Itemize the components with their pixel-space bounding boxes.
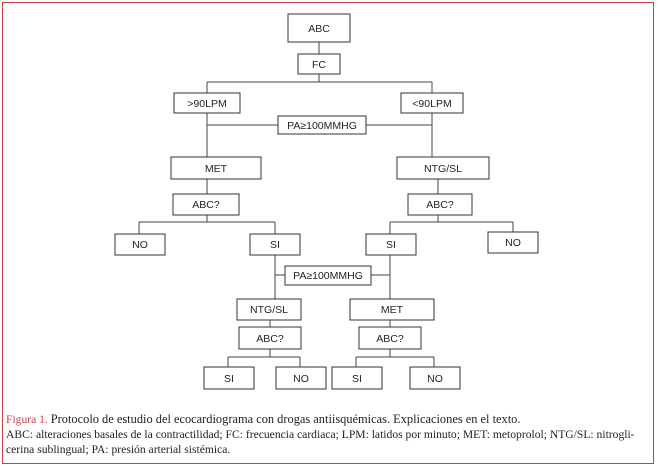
node-hr-high: >90LPM — [173, 92, 241, 114]
svg-text:NO: NO — [132, 239, 148, 251]
node-no-ll: NO — [275, 366, 327, 390]
svg-text:ABC?: ABC? — [376, 333, 404, 345]
node-met-left: MET — [170, 156, 262, 180]
node-si-rr: SI — [331, 366, 383, 390]
node-si-right: SI — [365, 233, 417, 256]
svg-text:ABC?: ABC? — [192, 199, 220, 211]
svg-text:PA≥100MMHG: PA≥100MMHG — [293, 270, 363, 282]
svg-text:MET: MET — [205, 163, 228, 175]
svg-text:SI: SI — [352, 373, 362, 385]
flowchart-diagram: ABC FC >90LPM <90LPM PA≥100MMHG MET NTG/… — [114, 13, 539, 390]
svg-text:<90LPM: <90LPM — [412, 98, 451, 110]
svg-text:SI: SI — [386, 239, 396, 251]
node-ntg-lower: NTG/SL — [236, 298, 302, 321]
svg-text:SI: SI — [270, 239, 280, 251]
svg-text:NTG/SL: NTG/SL — [250, 304, 288, 316]
svg-text:ABC?: ABC? — [426, 199, 454, 211]
svg-text:>90LPM: >90LPM — [187, 98, 226, 110]
svg-text:FC: FC — [312, 59, 326, 71]
caption-title: Protocolo de estudio del ecocardiograma … — [50, 412, 521, 426]
node-no-rr: NO — [409, 366, 461, 390]
svg-text:MET: MET — [381, 304, 404, 316]
node-pa-top: PA≥100MMHG — [277, 115, 367, 135]
node-no-left: NO — [114, 233, 166, 256]
caption-line-3: cerina sublingual; PA: presión arterial … — [6, 443, 231, 456]
node-abc-q-left: ABC? — [172, 193, 240, 216]
node-abc-root: ABC — [287, 13, 351, 43]
svg-text:NTG/SL: NTG/SL — [424, 163, 462, 175]
node-si-left: SI — [249, 233, 301, 256]
svg-text:SI: SI — [224, 373, 234, 385]
svg-text:NO: NO — [505, 237, 521, 249]
node-abc-q-lower-left: ABC? — [238, 326, 302, 350]
node-met-lower: MET — [349, 298, 435, 321]
node-si-ll: SI — [203, 366, 255, 390]
caption-line-2: ABC: alteraciones basales de la contract… — [6, 428, 635, 441]
node-hr-low: <90LPM — [400, 92, 464, 114]
node-no-right: NO — [487, 231, 539, 254]
figure-caption: Figura 1. Protocolo de estudio del ecoca… — [6, 412, 652, 457]
node-abc-q-right: ABC? — [407, 193, 473, 216]
svg-text:ABC: ABC — [308, 23, 330, 35]
svg-text:NO: NO — [427, 373, 443, 385]
node-fc: FC — [297, 53, 341, 75]
caption-line-1: Figura 1. Protocolo de estudio del ecoca… — [6, 412, 652, 427]
svg-text:ABC?: ABC? — [256, 333, 284, 345]
caption-label: Figura 1. — [6, 413, 48, 426]
svg-text:PA≥100MMHG: PA≥100MMHG — [287, 120, 357, 132]
svg-text:NO: NO — [293, 373, 309, 385]
node-abc-q-lower-right: ABC? — [358, 326, 422, 350]
node-pa-mid: PA≥100MMHG — [284, 265, 372, 286]
node-ntg-right: NTG/SL — [396, 156, 490, 180]
